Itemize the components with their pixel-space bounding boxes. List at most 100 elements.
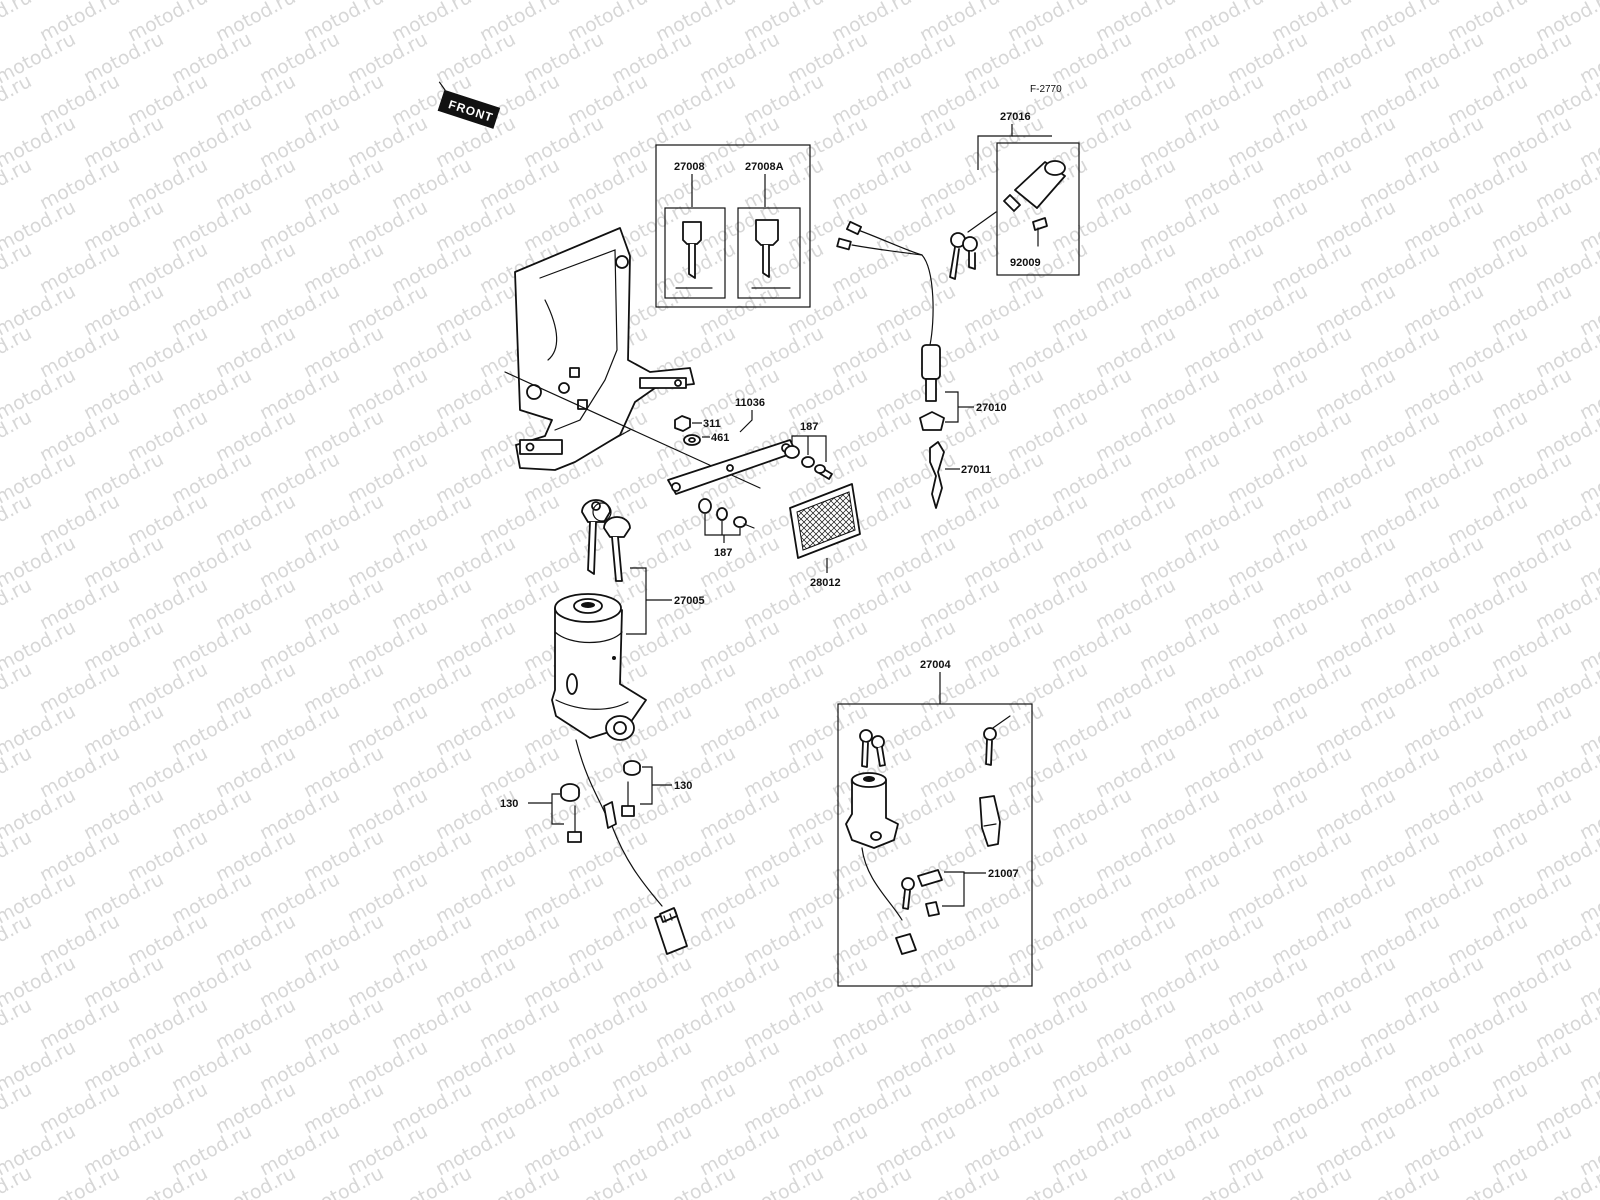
watermark-text: motod.ru	[300, 658, 387, 718]
watermark-text: motod.ru	[36, 574, 123, 634]
watermark-text: motod.ru	[1268, 1162, 1355, 1200]
watermark-text: motod.ru	[168, 1036, 255, 1096]
watermark-text: motod.ru	[212, 742, 299, 802]
watermark-text: motod.ru	[1312, 448, 1399, 508]
watermark-text: motod.ru	[696, 868, 783, 928]
watermark-text: motod.ru	[784, 868, 871, 928]
watermark-text: motod.ru	[784, 952, 871, 1012]
watermark-text: motod.ru	[1180, 742, 1267, 802]
watermark-text: motod.ru	[1048, 28, 1135, 88]
watermark-text: motod.ru	[652, 742, 739, 802]
watermark-text: motod.ru	[476, 154, 563, 214]
watermark-text: motod.ru	[1268, 658, 1355, 718]
watermark-text: motod.ru	[1312, 952, 1399, 1012]
connector-icon	[895, 933, 917, 955]
watermark-text: motod.ru	[1488, 28, 1575, 88]
watermark-text: motod.ru	[300, 826, 387, 886]
washer-icon	[623, 760, 641, 776]
watermark-text: motod.ru	[740, 70, 827, 130]
watermark-text: motod.ru	[36, 1078, 123, 1138]
watermark-text: motod.ru	[80, 700, 167, 760]
watermark-text: motod.ru	[1224, 112, 1311, 172]
watermark-text: motod.ru	[256, 1036, 343, 1096]
screw-92009	[1032, 217, 1048, 247]
watermark-text: motod.ru	[1136, 784, 1223, 844]
watermark-text: motod.ru	[124, 70, 211, 130]
watermark-text: motod.ru	[256, 532, 343, 592]
watermark-text: motod.ru	[916, 70, 1003, 130]
watermark-text: motod.ru	[124, 490, 211, 550]
watermark-text: motod.ru	[960, 784, 1047, 844]
watermark-text: motod.ru	[432, 28, 519, 88]
watermark-text: motod.ru	[1488, 532, 1575, 592]
watermark-text: motod.ru	[388, 322, 475, 382]
watermark-text: motod.ru	[652, 658, 739, 718]
watermark-text: motod.ru	[1488, 280, 1575, 340]
watermark-text: motod.ru	[0, 0, 35, 46]
watermark-text: motod.ru	[1092, 742, 1179, 802]
watermark-text: motod.ru	[828, 154, 915, 214]
lamp-bracket	[514, 227, 695, 471]
watermark-text: motod.ru	[388, 658, 475, 718]
watermark-text: motod.ru	[168, 196, 255, 256]
watermark-text: motod.ru	[1356, 1162, 1443, 1200]
watermark-text: motod.ru	[36, 238, 123, 298]
watermark-text: motod.ru	[916, 1162, 1003, 1200]
watermark-text: motod.ru	[80, 532, 167, 592]
watermark-text: motod.ru	[300, 406, 387, 466]
watermark-text: motod.ru	[212, 238, 299, 298]
watermark-text: motod.ru	[828, 406, 915, 466]
watermark-text: motod.ru	[696, 784, 783, 844]
watermark-text: motod.ru	[256, 868, 343, 928]
watermark-text: motod.ru	[784, 700, 871, 760]
key-icon	[859, 729, 873, 768]
watermark-text: motod.ru	[256, 448, 343, 508]
watermark-text: motod.ru	[1444, 70, 1531, 130]
watermark-text: motod.ru	[168, 616, 255, 676]
label-27008A: 27008A	[745, 161, 784, 173]
watermark-text: motod.ru	[740, 910, 827, 970]
watermark-text: motod.ru	[256, 700, 343, 760]
watermark-text: motod.ru	[344, 364, 431, 424]
watermark-text: motod.ru	[344, 700, 431, 760]
watermark-text: motod.ru	[80, 448, 167, 508]
watermark-text: motod.ru	[124, 1078, 211, 1138]
watermark-text: motod.ru	[476, 826, 563, 886]
watermark-text: motod.ru	[1356, 70, 1443, 130]
washer-icon	[801, 456, 815, 468]
watermark-text: motod.ru	[960, 28, 1047, 88]
watermark-text: motod.ru	[1180, 238, 1267, 298]
watermark-text: motod.ru	[80, 868, 167, 928]
watermark-text: motod.ru	[1488, 364, 1575, 424]
watermark-text: motod.ru	[652, 994, 739, 1054]
watermark-text: motod.ru	[300, 1078, 387, 1138]
watermark-text: motod.ru	[1268, 490, 1355, 550]
watermark-text: motod.ru	[740, 994, 827, 1054]
watermark-text: motod.ru	[168, 112, 255, 172]
watermark-text: motod.ru	[300, 994, 387, 1054]
watermark-text: motod.ru	[1180, 154, 1267, 214]
watermark-text: motod.ru	[1356, 322, 1443, 382]
watermark-text: motod.ru	[1400, 364, 1487, 424]
watermark-text: motod.ru	[872, 364, 959, 424]
washer-icon	[560, 783, 580, 802]
watermark-text: motod.ru	[784, 112, 871, 172]
label-11036: 11036	[735, 397, 765, 409]
label-187-top: 187	[800, 421, 818, 433]
watermark-text: motod.ru	[784, 616, 871, 676]
watermark-text: motod.ru	[1356, 406, 1443, 466]
watermark-text: motod.ru	[696, 700, 783, 760]
watermark-text: motod.ru	[1356, 994, 1443, 1054]
watermark-text: motod.ru	[520, 952, 607, 1012]
watermark-text: motod.ru	[784, 280, 871, 340]
watermark-text: motod.ru	[696, 1120, 783, 1180]
watermark-text: motod.ru	[564, 70, 651, 130]
watermark-text: motod.ru	[740, 826, 827, 886]
watermark-text: motod.ru	[1444, 910, 1531, 970]
ignition-switch-icon	[845, 772, 917, 955]
watermark-text: motod.ru	[168, 952, 255, 1012]
watermark-text: motod.ru	[872, 280, 959, 340]
watermark-text: motod.ru	[1488, 784, 1575, 844]
label-92009: 92009	[1010, 257, 1041, 269]
watermark-text: motod.ru	[432, 532, 519, 592]
